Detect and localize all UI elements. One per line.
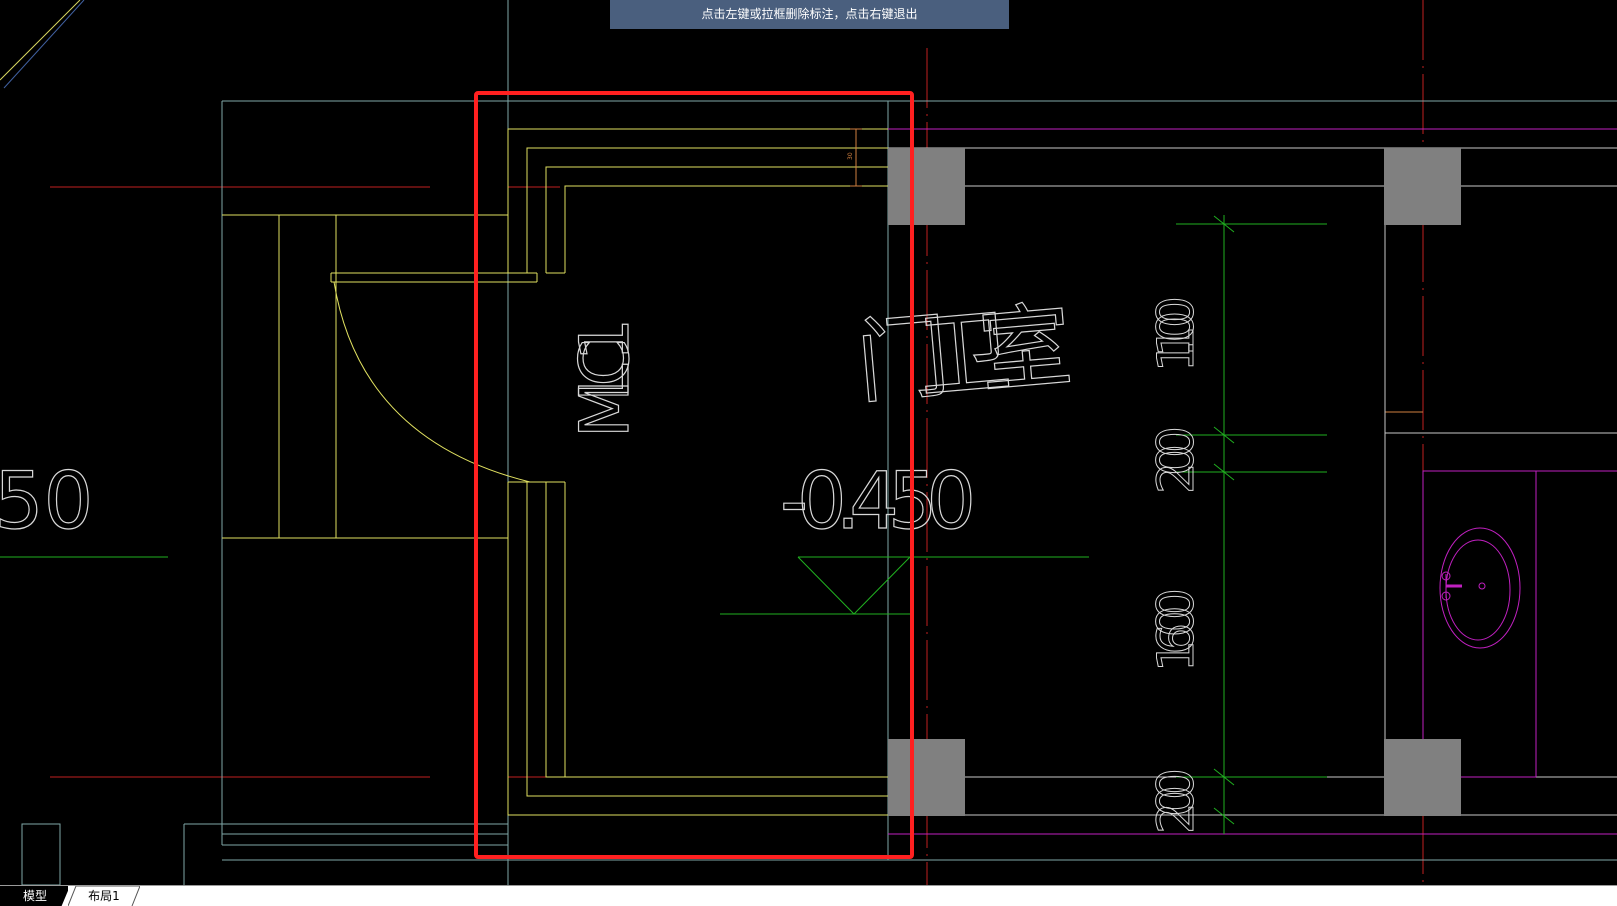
room-name-text: 门卫室 <box>853 292 1077 417</box>
small-dimension-text: 30 <box>847 152 854 160</box>
dimension-1100: 1100 <box>1147 296 1205 372</box>
green-dimensions <box>0 215 1327 834</box>
small-dimension <box>850 128 1423 413</box>
drawing-canvas[interactable]: 30 <box>0 0 1617 885</box>
magenta-lines <box>888 128 1617 835</box>
grey-walls <box>888 147 1617 816</box>
cad-texts: 门卫室 MLC1 -0.450 50 1100 200 1600 200 <box>0 291 1206 835</box>
command-prompt-bar: 点击左键或拉框删除标注，点击右键退出 <box>610 0 1009 29</box>
door-label-text: MLC1 <box>566 318 645 438</box>
tab-model[interactable]: 模型 <box>0 886 70 906</box>
layout-tabs: 模型 布局1 <box>0 885 1617 906</box>
yellow-walls <box>222 128 888 816</box>
outline-lines <box>21 0 1617 885</box>
column-top-right <box>1384 148 1461 225</box>
command-prompt-text: 点击左键或拉框删除标注，点击右键退出 <box>701 7 918 21</box>
elevation-text: -0.450 <box>780 457 976 547</box>
partial-value-text: 50 <box>0 457 93 547</box>
tab-layout1[interactable]: 布局1 <box>68 886 140 906</box>
selection-rectangle <box>474 91 914 859</box>
axis-lines <box>50 0 1424 885</box>
dimension-200-bottom: 200 <box>1147 768 1205 834</box>
column-bottom-left <box>888 739 965 816</box>
column-bottom-right <box>1384 739 1461 816</box>
dimension-1600: 1600 <box>1147 588 1205 672</box>
diagonal-lines <box>0 0 85 89</box>
column-top-left <box>888 148 965 225</box>
dimension-200-top: 200 <box>1147 426 1205 494</box>
columns <box>888 148 1461 816</box>
